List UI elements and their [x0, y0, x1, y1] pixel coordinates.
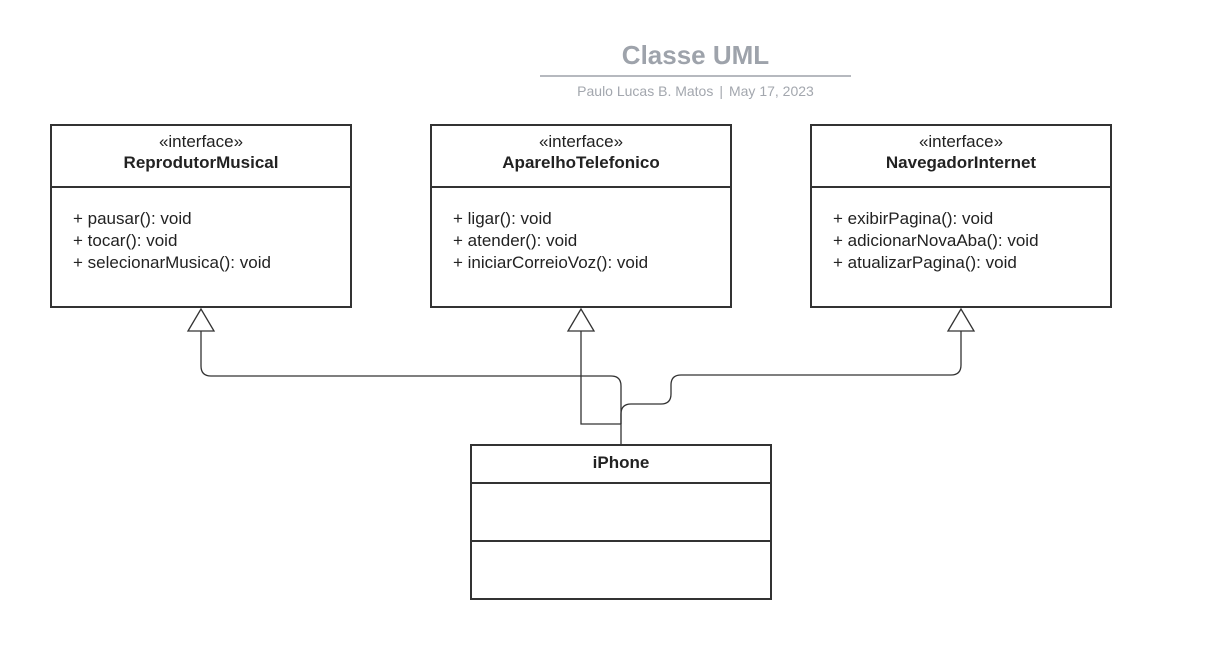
method-item: + exibirPagina(): void	[833, 209, 994, 228]
method-item: + tocar(): void	[73, 231, 178, 250]
interface-methods: + pausar(): void + tocar(): void + selec…	[52, 188, 350, 274]
interface-box-aparelhotelefonico[interactable]: «interface» AparelhoTelefonico + ligar()…	[430, 124, 732, 308]
interface-stereotype: «interface»	[158, 132, 244, 151]
title-underline	[540, 75, 851, 77]
realization-arrowhead-reprodutormusical	[186, 307, 216, 332]
diagram-title: Classe UML	[621, 40, 770, 70]
interface-header: «interface» AparelhoTelefonico	[432, 126, 730, 188]
method-item: + adicionarNovaAba(): void	[833, 231, 1039, 250]
interface-stereotype: «interface»	[918, 132, 1004, 151]
interface-name: NavegadorInternet	[885, 153, 1037, 172]
connector-iphone-to-aparelhotelefonico	[580, 331, 621, 425]
connector-iphone-to-navegadorinternet	[620, 331, 962, 424]
interface-box-navegadorinternet[interactable]: «interface» NavegadorInternet + exibirPa…	[810, 124, 1112, 308]
method-item: + pausar(): void	[73, 209, 192, 228]
class-box-iphone[interactable]: iPhone	[470, 444, 772, 600]
interface-name: AparelhoTelefonico	[502, 153, 660, 172]
interface-methods: + ligar(): void + atender(): void + inic…	[432, 188, 730, 274]
class-name: iPhone	[592, 453, 650, 472]
interface-header: «interface» ReprodutorMusical	[52, 126, 350, 188]
realization-arrowhead-navegadorinternet	[946, 307, 976, 332]
method-item: + atualizarPagina(): void	[833, 253, 1017, 272]
class-operations-section	[472, 542, 770, 600]
interface-box-reprodutormusical[interactable]: «interface» ReprodutorMusical + pausar()…	[50, 124, 352, 308]
interface-methods: + exibirPagina(): void + adicionarNovaAb…	[812, 188, 1110, 274]
class-attributes-section	[472, 484, 770, 542]
interface-header: «interface» NavegadorInternet	[812, 126, 1110, 188]
interface-name: ReprodutorMusical	[123, 153, 279, 172]
method-item: + iniciarCorreioVoz(): void	[453, 253, 649, 272]
realization-arrowhead-aparelhotelefonico	[566, 307, 596, 332]
method-item: + selecionarMusica(): void	[73, 253, 271, 272]
subtitle-separator: |	[719, 83, 723, 99]
diagram-date: May 17, 2023	[728, 83, 814, 99]
class-header: iPhone	[472, 446, 770, 484]
diagram-subtitle: Paulo Lucas B. Matos | May 17, 2023	[520, 82, 871, 100]
connector-iphone-to-reprodutormusical	[200, 331, 622, 445]
author-name: Paulo Lucas B. Matos	[577, 83, 714, 99]
interface-stereotype: «interface»	[538, 132, 624, 151]
method-item: + ligar(): void	[453, 209, 552, 228]
method-item: + atender(): void	[453, 231, 578, 250]
